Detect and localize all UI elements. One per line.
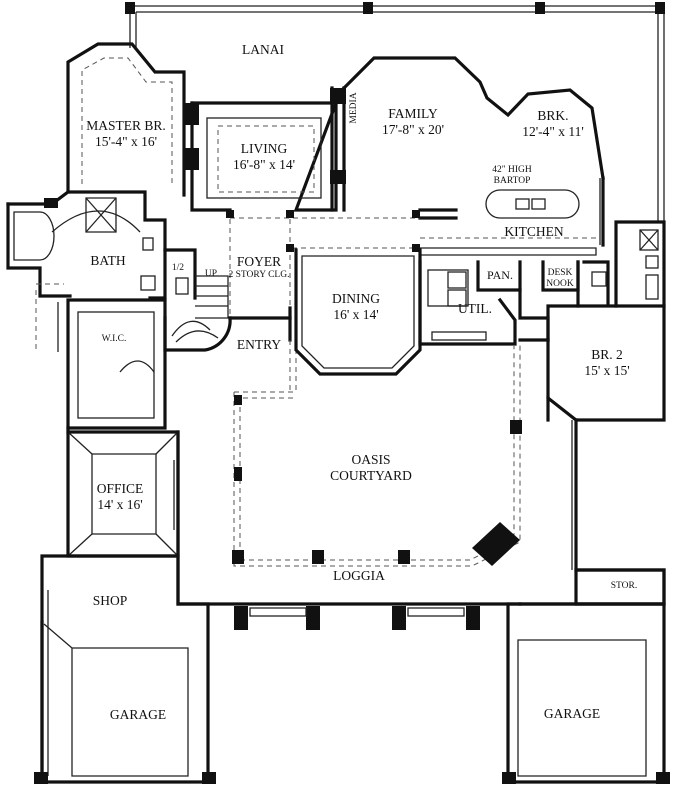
label-wic: W.I.C.: [102, 334, 127, 344]
label-oasis: OASIS: [351, 452, 390, 467]
label-master-br: MASTER BR.: [86, 118, 166, 133]
family-area: [330, 56, 605, 247]
label-bartop-2: BARTOP: [494, 176, 531, 186]
room-labels: LANAI MASTER BR. 15'-4" x 16' LIVING 16'…: [86, 42, 637, 722]
label-stor: STOR.: [611, 581, 638, 591]
living-room: [190, 101, 338, 212]
label-living-size: 16'-8" x 14': [233, 157, 295, 172]
label-util: UTIL.: [458, 301, 492, 316]
label-br2: BR. 2: [591, 347, 623, 362]
label-garage-left: GARAGE: [110, 707, 166, 722]
label-living: LIVING: [241, 141, 288, 156]
walk-in-closet: [57, 298, 167, 430]
kitchen-island: [420, 189, 597, 256]
label-bath: BATH: [90, 253, 126, 268]
label-lanai: LANAI: [242, 42, 284, 57]
label-dining-size: 16' x 14': [333, 307, 378, 322]
label-office: OFFICE: [97, 481, 144, 496]
label-shop: SHOP: [93, 593, 128, 608]
storage: [574, 568, 666, 606]
label-kitchen: KITCHEN: [504, 224, 563, 239]
oasis-courtyard: [232, 338, 550, 567]
label-garage-right: GARAGE: [544, 706, 600, 721]
label-courtyard: COURTYARD: [330, 468, 412, 483]
label-bartop-1: 42" HIGH: [492, 165, 532, 175]
label-media: MEDIA: [349, 92, 359, 123]
label-desk: DESK: [548, 268, 573, 278]
label-family-size: 17'-8" x 20': [382, 122, 444, 137]
label-office-size: 14' x 16': [97, 497, 142, 512]
stair-and-half-bath: [163, 248, 232, 352]
label-foyer-note: 2 STORY CLG.: [229, 270, 290, 280]
label-br2-size: 15' x 15': [584, 363, 629, 378]
label-master-size: 15'-4" x 16': [95, 134, 157, 149]
label-entry: ENTRY: [237, 337, 282, 352]
label-half-bath: 1/2: [172, 263, 184, 273]
label-brk: BRK.: [537, 108, 568, 123]
left-garage-wing: [34, 554, 216, 784]
label-foyer: FOYER: [237, 254, 281, 269]
right-garage-wing: [502, 602, 670, 784]
label-nook: NOOK: [546, 279, 574, 289]
foyer-entry: [226, 210, 420, 399]
label-family: FAMILY: [388, 106, 438, 121]
label-loggia: LOGGIA: [333, 568, 385, 583]
label-brk-size: 12'-4" x 11': [522, 124, 584, 139]
lanai-area: [125, 2, 665, 222]
master-bath: [6, 190, 167, 352]
label-up: UP: [205, 269, 217, 279]
bedroom-2: [546, 220, 666, 422]
label-pan: PAN.: [487, 268, 513, 282]
label-dining: DINING: [332, 291, 380, 306]
front-columns: [234, 606, 480, 630]
